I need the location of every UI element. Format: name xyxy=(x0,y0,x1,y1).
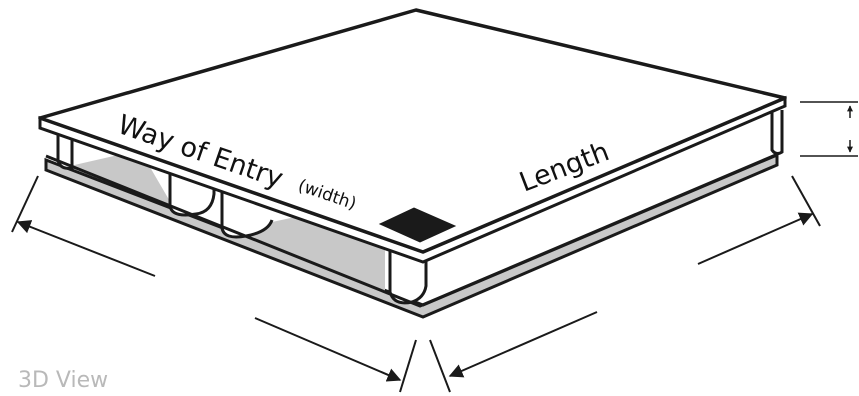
top-deck-surface xyxy=(38,8,787,254)
width-arrow-left xyxy=(16,220,156,277)
corner-marker xyxy=(378,207,457,243)
length-dimension-tick-right xyxy=(791,175,821,227)
width-dimension-tick-right xyxy=(399,339,417,393)
length-arrow-left xyxy=(448,311,598,378)
bottom-deck-front-edge xyxy=(45,152,779,308)
length-arrow-right xyxy=(697,212,814,265)
width-dimension-tick-left xyxy=(11,175,39,233)
width-arrow-right xyxy=(254,317,402,382)
length-dimension-tick-left xyxy=(429,339,451,393)
view-caption: 3D View xyxy=(18,368,109,393)
stringer-middle-left xyxy=(168,170,216,217)
